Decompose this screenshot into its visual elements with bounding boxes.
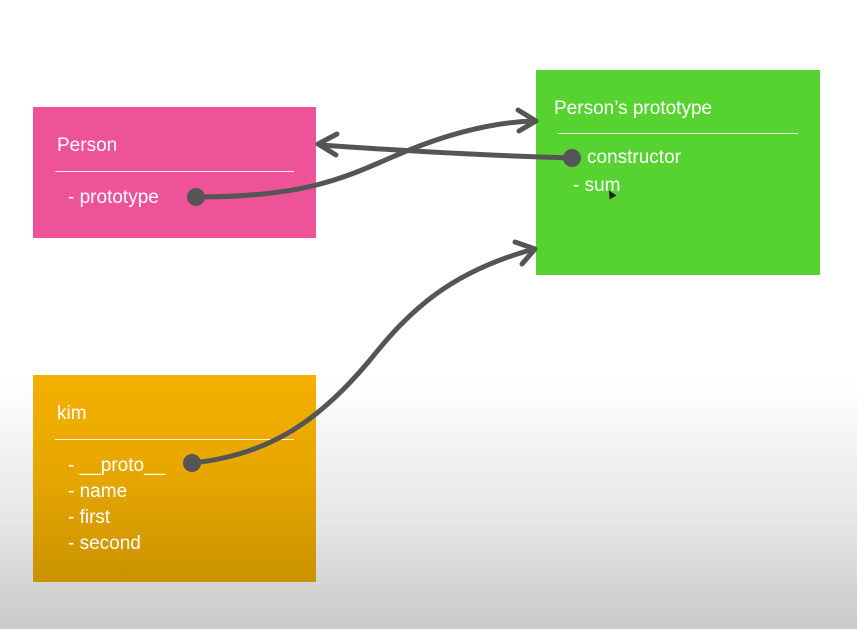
prototype-item-constructor: constructor	[587, 147, 681, 168]
arrow-constructor-head	[315, 131, 340, 158]
arrow-constructor-link	[317, 142, 575, 161]
kim-divider	[55, 439, 294, 440]
prototype-title: Person’s prototype	[554, 98, 713, 119]
person-box: Person - prototype	[33, 107, 316, 238]
prototype-box: Person’s prototype constructor - sum	[536, 70, 820, 275]
prototype-item-sum: - sum	[573, 175, 621, 196]
person-divider	[55, 171, 294, 172]
kim-title: kim	[57, 403, 87, 424]
kim-item-first: - first	[68, 507, 111, 528]
kim-item-proto: - __proto__	[68, 455, 166, 476]
person-title: Person	[57, 135, 118, 156]
prototype-divider	[558, 133, 798, 134]
person-item-prototype: - prototype	[68, 187, 159, 208]
arrow-prototype-head	[515, 107, 539, 134]
arrow-proto-head	[512, 239, 538, 267]
kim-item-second: - second	[68, 533, 141, 554]
kim-box: kim - __proto__ - name - first - second	[33, 375, 316, 582]
kim-item-name: - name	[68, 481, 128, 502]
